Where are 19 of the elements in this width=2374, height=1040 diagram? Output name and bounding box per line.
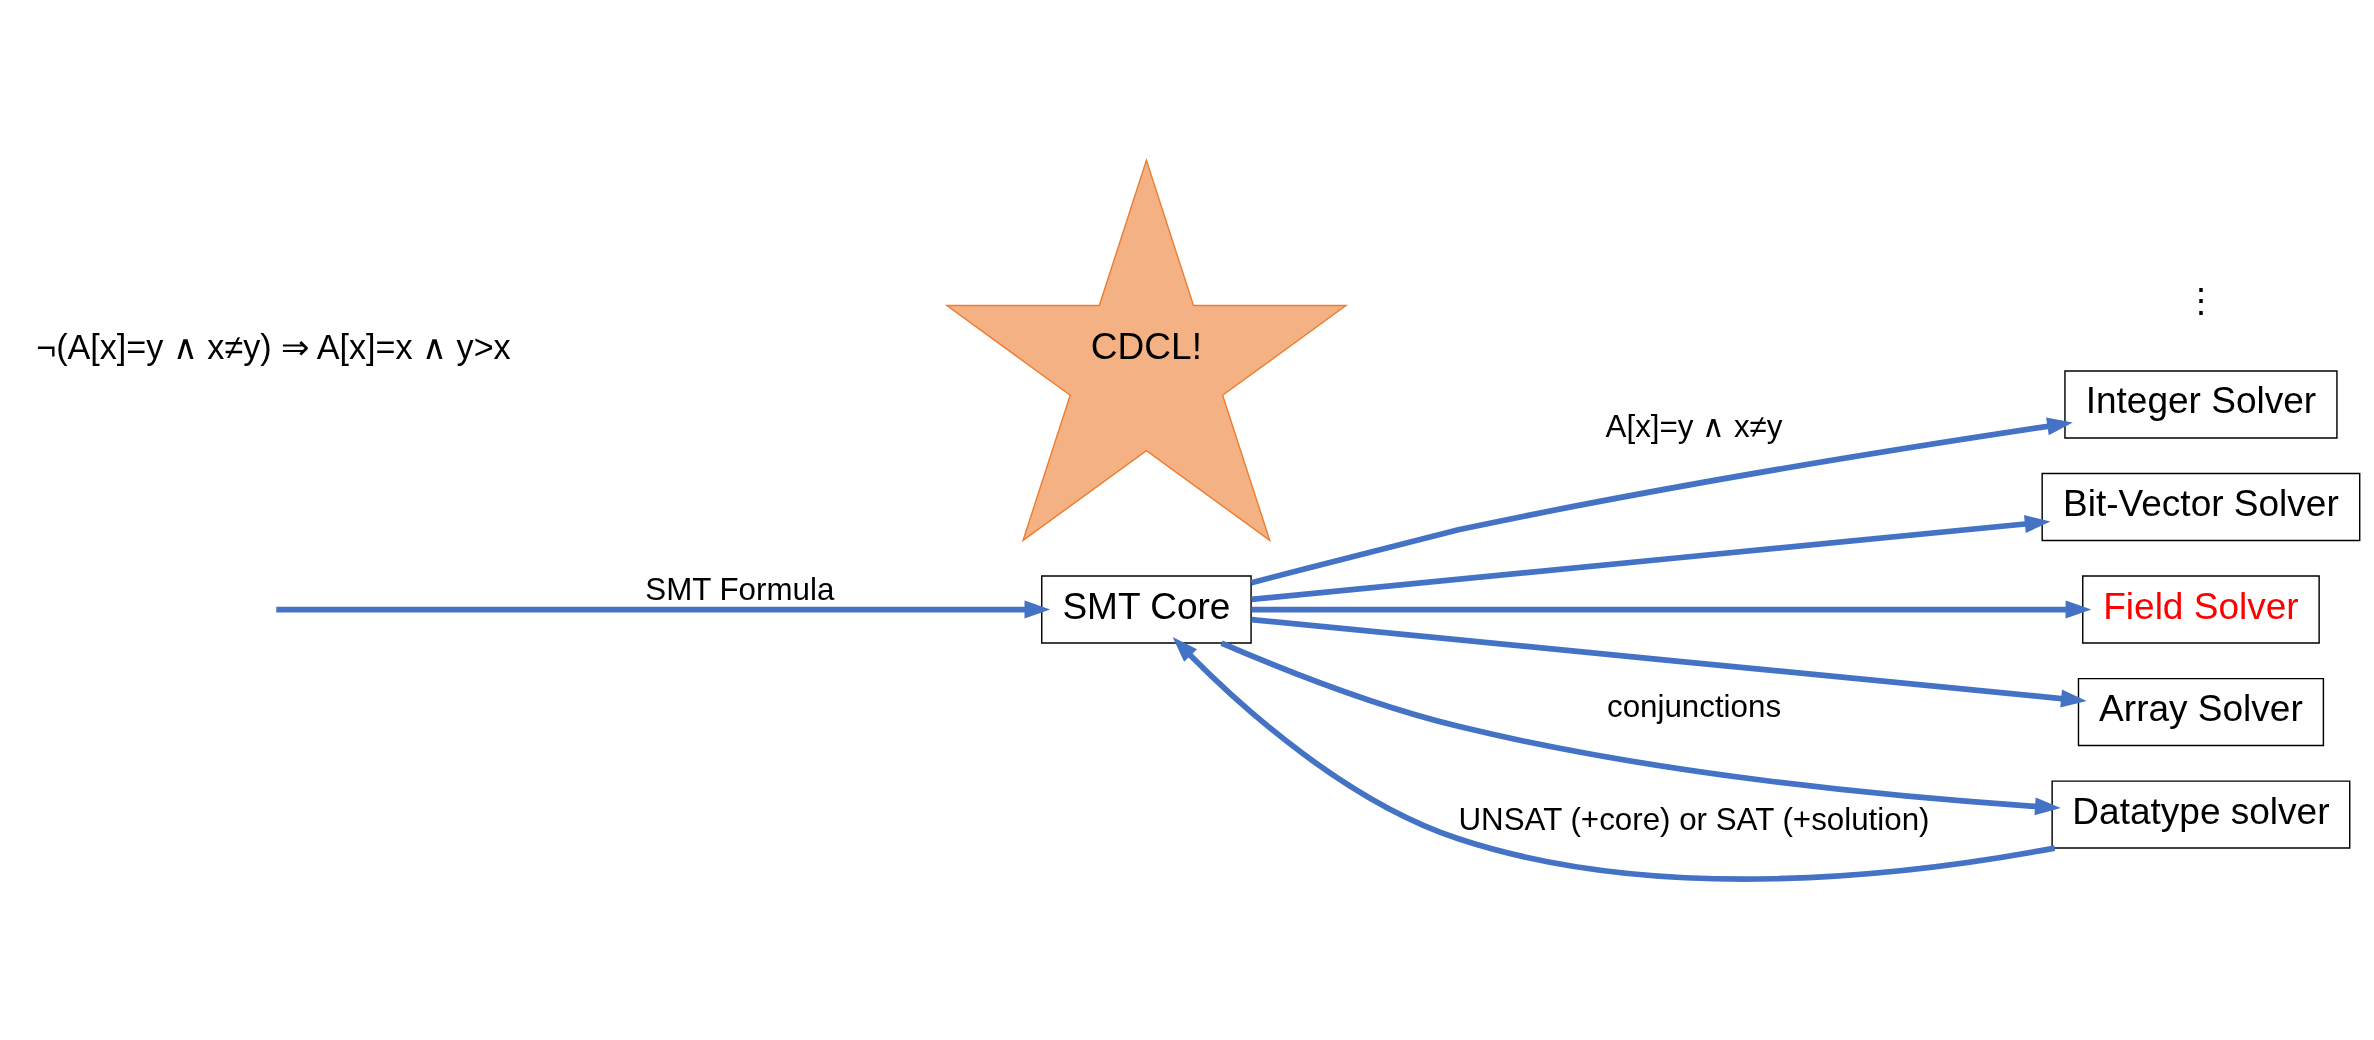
edge-label: UNSAT (+core) or SAT (+solution) — [1458, 801, 1930, 837]
label: ¬(A[x]=y ∧ x≠y) ⇒ A[x]=x ∧ y>x — [36, 328, 511, 367]
arrow — [1172, 637, 2056, 882]
node-box: Integer Solver — [2064, 370, 2338, 439]
node-box: SMT Core — [1041, 575, 1252, 644]
node-box: Bit-Vector Solver — [2041, 472, 2361, 542]
node-box: Array Solver — [2077, 677, 2325, 747]
node-box: Field Solver — [2082, 575, 2320, 644]
node-box: Datatype solver — [2051, 780, 2351, 849]
arrow — [1220, 640, 2061, 816]
arrow — [276, 600, 1051, 619]
arrow — [1251, 600, 2092, 619]
edge-label: conjunctions — [1606, 689, 1782, 725]
edge-label: A[x]=y ∧ x≠y — [1605, 408, 1783, 444]
arrow — [1250, 417, 2073, 586]
edge-label: SMT Formula — [645, 572, 835, 608]
arrow — [1251, 515, 2051, 603]
arrow — [1251, 616, 2087, 708]
label: ⋮ — [2183, 281, 2218, 320]
